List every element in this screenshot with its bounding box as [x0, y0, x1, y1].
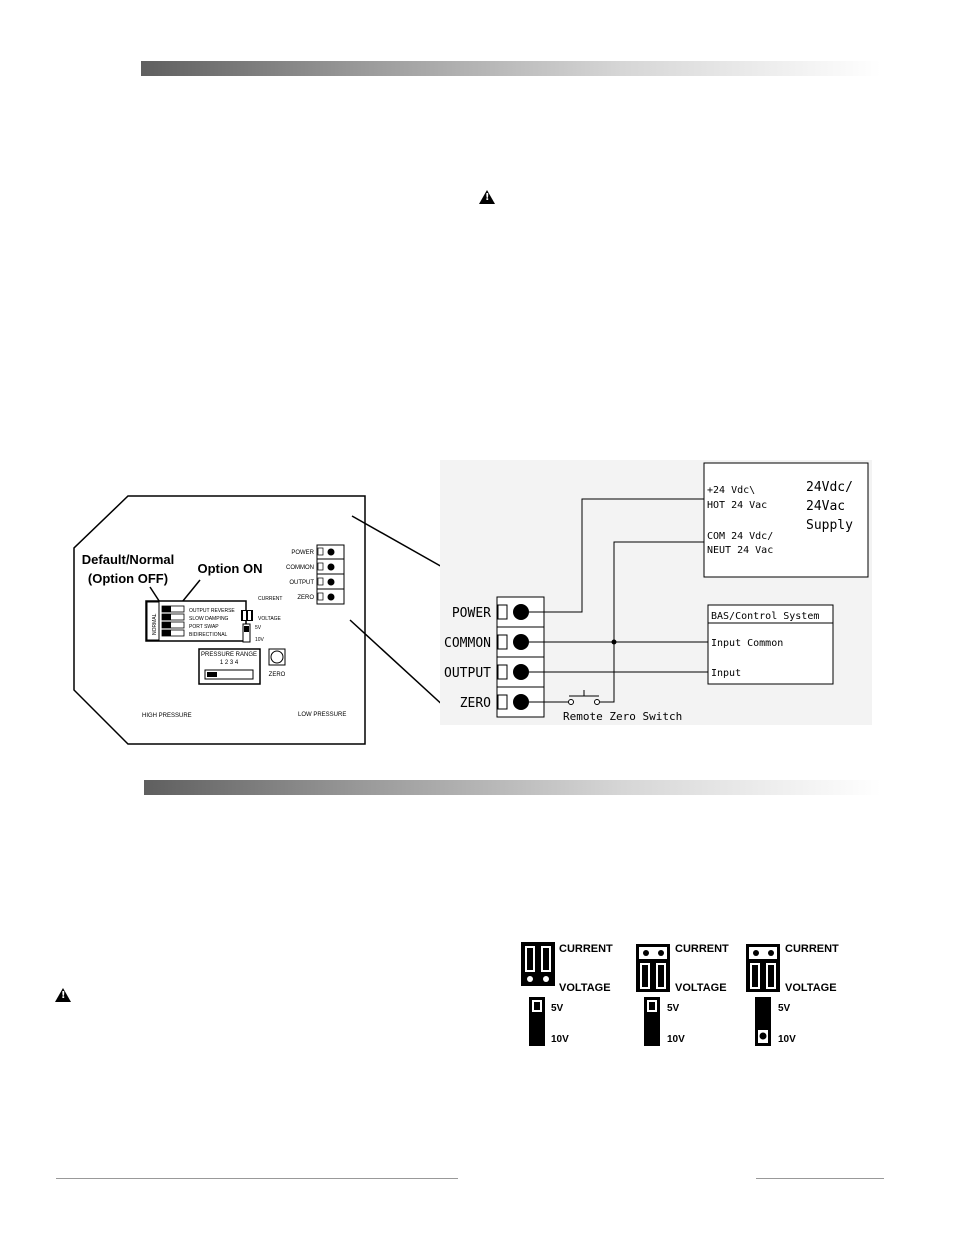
section-header-band-top — [141, 61, 881, 76]
normal-label: NORMAL — [152, 613, 158, 635]
terminal-zero-label: ZERO — [460, 696, 491, 711]
config2-current-label: CURRENT — [675, 943, 729, 955]
pressure-range-positions: 1 2 3 4 — [220, 660, 239, 666]
supply-hot-line2: HOT 24 Vac — [707, 500, 767, 511]
board-terminal-power: POWER — [291, 550, 314, 556]
option-on-label: Option ON — [198, 561, 263, 576]
config1-5v-label: 5V — [551, 1003, 564, 1014]
supply-title-line2: 24Vac — [806, 499, 845, 514]
terminal-common-label: COMMON — [444, 636, 491, 651]
dip-option-output-reverse: OUTPUT REVERSE — [189, 608, 235, 614]
bas-title: BAS/Control System — [711, 611, 819, 622]
option-off-label: (Option OFF) — [88, 571, 168, 586]
config3-voltage-label: VOLTAGE — [785, 982, 837, 994]
section-header-band-middle — [144, 780, 881, 795]
jumper-config-diagrams: CURRENT VOLTAGE 5V 10V CURRENT VOLTAGE 5… — [521, 942, 839, 1046]
supply-com-line2: NEUT 24 Vac — [707, 545, 773, 556]
supply-title-line1: 24Vdc/ — [806, 480, 853, 495]
board-terminal-common: COMMON — [286, 565, 314, 571]
jumper-config-current: CURRENT VOLTAGE 5V 10V — [521, 942, 613, 1046]
supply-title-line3: Supply — [806, 518, 853, 533]
board-10v-label: 10V — [255, 637, 265, 643]
wiring-figure: Default/Normal (Option OFF) Option ON NO… — [73, 460, 872, 745]
board-terminal-output: OUTPUT — [289, 580, 314, 586]
config3-5v-label: 5V — [778, 1003, 791, 1014]
dip-option-bidirectional: BIDIRECTIONAL — [189, 632, 228, 638]
dip-option-port-swap: PORT SWAP — [189, 624, 219, 630]
config1-10v-label: 10V — [551, 1034, 569, 1045]
wiring-diagram: POWER COMMON OUTPUT ZERO +24 Vdc\ HOT 24… — [440, 460, 872, 725]
board-5v-label: 5V — [255, 625, 262, 631]
board-voltage-label: VOLTAGE — [258, 616, 282, 622]
board-current-label: CURRENT — [258, 596, 282, 602]
config2-5v-label: 5V — [667, 1003, 680, 1014]
supply-hot-line1: +24 Vdc\ — [707, 485, 755, 496]
high-pressure-label: HIGH PRESSURE — [142, 713, 192, 719]
bas-input: Input — [711, 668, 741, 679]
config3-10v-label: 10V — [778, 1034, 796, 1045]
footer-rule-left — [56, 1178, 458, 1179]
bas-input-common: Input Common — [711, 638, 783, 649]
config2-voltage-label: VOLTAGE — [675, 982, 727, 994]
zero-button-label: ZERO — [269, 672, 286, 678]
config2-10v-label: 10V — [667, 1034, 685, 1045]
terminal-power-label: POWER — [452, 606, 491, 621]
config3-current-label: CURRENT — [785, 943, 839, 955]
config1-current-label: CURRENT — [559, 943, 613, 955]
warning-icon — [55, 988, 71, 1002]
remote-zero-switch-label: Remote Zero Switch — [563, 710, 682, 723]
low-pressure-label: LOW PRESSURE — [298, 712, 346, 718]
default-normal-label: Default/Normal — [82, 552, 174, 567]
jumper-config-voltage-10v: CURRENT VOLTAGE 5V 10V — [746, 943, 839, 1046]
transmitter-board-diagram: Default/Normal (Option OFF) Option ON NO… — [73, 495, 366, 745]
config1-voltage-label: VOLTAGE — [559, 982, 611, 994]
footer-rule-right — [756, 1178, 884, 1179]
terminal-output-label: OUTPUT — [444, 666, 491, 681]
warning-icon — [479, 190, 495, 204]
dip-option-slow-damping: SLOW DAMPING — [189, 616, 229, 622]
jumper-config-voltage-5v: CURRENT VOLTAGE 5V 10V — [636, 943, 729, 1046]
supply-com-line1: COM 24 Vdc/ — [707, 531, 773, 542]
board-terminal-zero: ZERO — [297, 595, 314, 601]
pressure-range-title: PRESSURE RANGE — [201, 652, 257, 658]
